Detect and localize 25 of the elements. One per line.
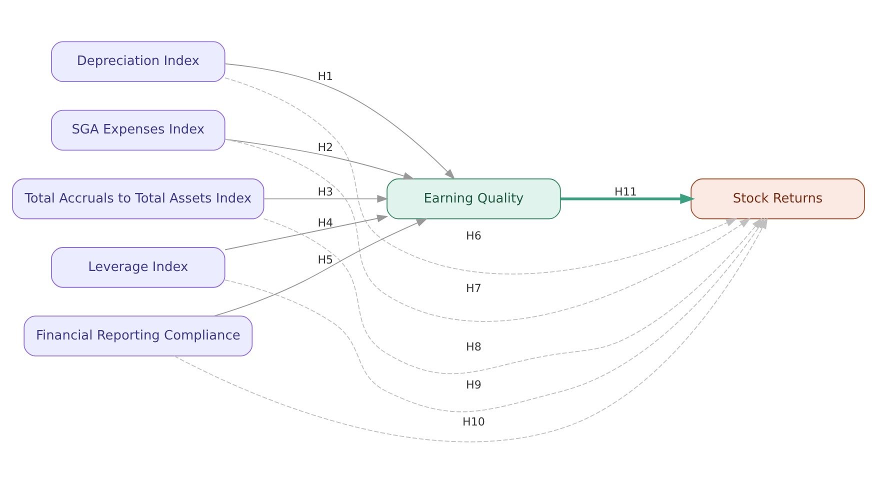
edge-label: H11 xyxy=(614,186,637,199)
node-box: Earning Quality xyxy=(386,178,561,220)
node-box: SGA Expenses Index xyxy=(51,110,226,151)
arrow xyxy=(560,194,696,204)
edge-label: H1 xyxy=(318,70,334,83)
node-box: Stock Returns xyxy=(690,178,865,220)
arrow xyxy=(224,63,456,180)
edge-label: H3 xyxy=(318,186,334,199)
edge-label: H8 xyxy=(466,340,482,354)
edge-label: H5 xyxy=(318,253,334,266)
edge-label: H4 xyxy=(318,216,334,230)
node-box: Depreciation Index xyxy=(51,41,226,82)
arrow xyxy=(214,218,428,316)
arrow xyxy=(224,138,751,322)
node-box: Total Accruals to Total Assets Index xyxy=(12,178,264,220)
edge-label: H7 xyxy=(466,282,482,296)
arrow xyxy=(263,194,388,203)
edge-label: H2 xyxy=(318,141,334,154)
arrow xyxy=(224,214,388,250)
node-box: Leverage Index xyxy=(51,247,226,288)
edge-label: H6 xyxy=(466,229,482,242)
edge-label: H9 xyxy=(466,378,482,392)
arrow xyxy=(224,77,738,274)
edge-label: H10 xyxy=(462,416,485,429)
node-box: Financial Reporting Compliance xyxy=(24,316,253,356)
